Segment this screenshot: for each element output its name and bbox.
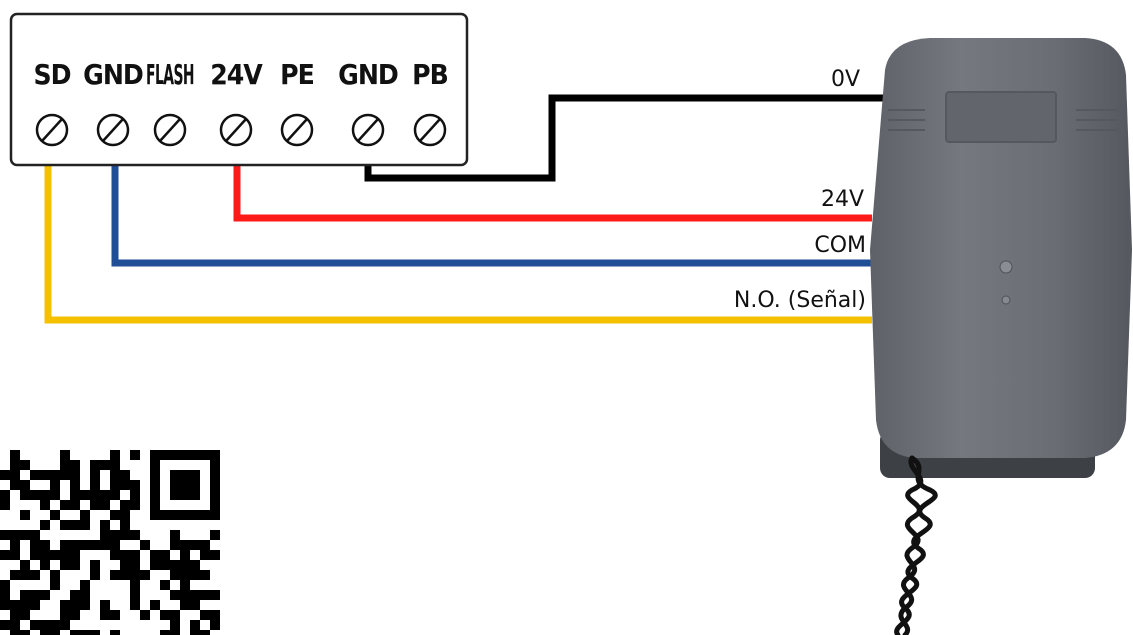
screw-icon [35,113,69,147]
terminal-label-24v: 24V [210,58,263,91]
wire-label-no-signal: N.O. (Señal) [734,288,866,313]
screw-icon [153,113,187,147]
led-icon [1001,295,1011,305]
screw-icon [219,113,253,147]
terminal-block: SD GND FLASH 24V PE GND PB [9,12,469,167]
screw-icon [280,113,314,147]
wire-label-0v: 0V [831,67,860,92]
terminal-label-flash: FLASH [146,58,194,91]
wire-label-24v: 24V [821,187,864,212]
wires [44,94,892,324]
wire-24v [233,165,872,222]
wire-label-com: COM [814,233,866,258]
terminal-label-gnd-2: GND [338,58,398,91]
receiver-device [870,38,1132,635]
wire-labels: 0V 24V COM N.O. (Señal) [734,67,866,313]
terminal-label-sd: SD [33,58,70,91]
coiled-cable-icon [894,455,938,635]
screw-icon [96,113,130,147]
receiver-window [945,91,1057,143]
receiver-body [870,38,1132,458]
vent-lines [888,109,1118,131]
wire-0v [364,94,892,182]
led-icon [999,260,1013,274]
screw-icon [351,113,385,147]
terminal-label-pb: PB [412,58,448,91]
screw-icon [413,113,447,147]
wire-no-signal [44,165,872,324]
terminal-label-gnd-1: GND [83,58,143,91]
wire-com [111,165,872,267]
qr-code [0,450,220,635]
terminal-label-pe: PE [280,58,314,91]
